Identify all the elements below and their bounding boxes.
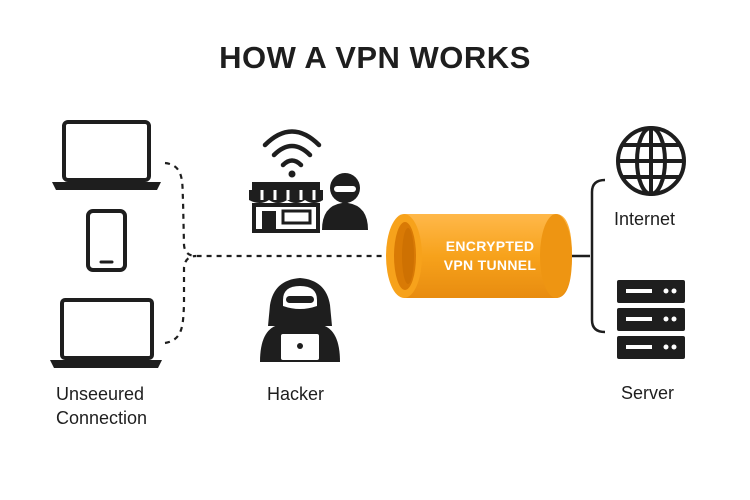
page-title: HOW A VPN WORKS (219, 40, 531, 75)
laptop-icon (50, 298, 162, 368)
server-icon (617, 280, 685, 359)
unsecured-label-line1: Unseeured (56, 384, 145, 404)
unsecured-connection-label: Unseeured Connection (56, 382, 147, 430)
storefront-icon (249, 182, 323, 233)
vpn-tunnel (386, 214, 572, 298)
hacker-label: Hacker (267, 384, 325, 404)
hacker-icon (260, 278, 340, 362)
smartphone-icon (86, 209, 127, 272)
dashed-line-bottom (164, 254, 197, 345)
dashed-line-top (164, 161, 392, 258)
tunnel-label-line2: VPN TUNNEL (443, 257, 537, 273)
wifi-icon (262, 129, 322, 178)
globe-icon (616, 126, 686, 196)
connector-bracket (572, 178, 606, 334)
tunnel-label-line1: ENCRYPTED (445, 238, 535, 254)
dashed-connection-lines (164, 161, 392, 345)
laptop-icon (52, 120, 161, 190)
hacker-icon (322, 173, 368, 230)
internet-label: Internet (614, 209, 676, 229)
tunnel-right-end (540, 214, 572, 298)
tunnel-label: ENCRYPTED VPN TUNNEL (420, 237, 560, 275)
unsecured-label-line2: Connection (56, 408, 148, 428)
server-label: Server (621, 383, 675, 403)
